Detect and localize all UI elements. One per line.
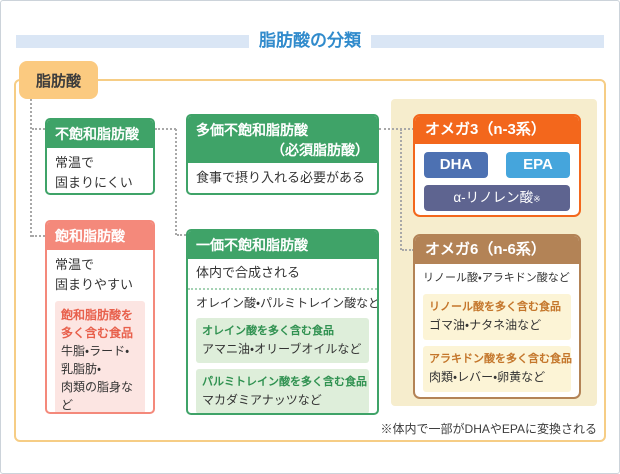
connector-unsaturated-vertical	[175, 129, 177, 235]
polyunsaturated-subtitle: （必須脂肪酸）	[271, 142, 369, 158]
alpha-linolenic-label: α-リノレン酸	[453, 189, 534, 205]
page-title: 脂肪酸の分類	[259, 31, 361, 50]
omega6-food-box-arachidonic: アラキドン酸を多く含む食品 肉類・レバー・卵黄など	[423, 345, 572, 392]
unsaturated-title: 不飽和脂肪酸	[47, 120, 153, 148]
omega3-box: オメガ3（n-3系） DHA EPA α-リノレン酸※	[413, 114, 581, 217]
polyunsaturated-title: 多価不飽和脂肪酸	[196, 122, 308, 138]
dha-chip: DHA	[424, 152, 488, 178]
mono-food2-label: パルミトレイン酸を多く含む食品	[202, 376, 367, 389]
footnote: ※体内で一部がDHAやEPAに変換される	[380, 422, 597, 436]
connector-to-omega6	[402, 249, 414, 251]
omega6-food2-items: 肉類・レバー・卵黄など	[429, 370, 546, 385]
connector-to-mono	[177, 234, 186, 236]
mono-food-box-olein: オレイン酸を多く含む食品 アマニ油・オリーブオイルなど	[196, 318, 369, 364]
epa-chip: EPA	[506, 152, 570, 178]
saturated-box: 飽和脂肪酸 常温で 固まりやすい 飽和脂肪酸を 多く含む食品 牛脂・ラード・ 乳…	[45, 220, 155, 414]
page-title-row: 脂肪酸の分類	[16, 32, 604, 50]
monounsaturated-desc: 体内で合成される	[196, 265, 301, 280]
connector-unsaturated-to-branch	[155, 128, 176, 130]
omega6-food-box-linoleic: リノール酸を多く含む食品 ゴマ油・ナタネ油など	[423, 293, 571, 340]
omega3-title: オメガ3（n-3系）	[415, 116, 579, 144]
connector-to-saturated	[32, 235, 45, 237]
alpha-linolenic-chip: α-リノレン酸※	[424, 185, 570, 211]
saturated-food-items-line3: 肉類の脂身など	[61, 380, 134, 413]
omega6-food2-label: アラキドン酸を多く含む食品	[429, 352, 572, 365]
polyunsaturated-box: 多価不飽和脂肪酸 （必須脂肪酸） 食事で摂り入れる必要がある	[186, 114, 379, 195]
omega6-box: オメガ6（n-6系） リノール酸・アラキドン酸など リノール酸を多く含む食品 ゴ…	[413, 234, 581, 399]
monounsaturated-box: 一価不飽和脂肪酸 体内で合成される オレイン酸・パルミトレイン酸など オレイン酸…	[186, 229, 379, 415]
alpha-linolenic-footnote-mark: ※	[533, 194, 541, 205]
unsaturated-desc-line1: 常温で	[55, 155, 95, 170]
omega6-food1-label: リノール酸を多く含む食品	[429, 300, 561, 313]
connector-poly-to-omega3	[379, 128, 414, 130]
omega6-acids: リノール酸・アラキドン酸など	[423, 272, 570, 284]
saturated-food-label-line2: 多く含む食品	[61, 326, 134, 341]
saturated-desc-line1: 常温で	[55, 257, 95, 272]
connector-to-unsaturated	[32, 128, 45, 130]
root-node-fatty-acid: 脂肪酸	[19, 61, 98, 99]
unsaturated-desc-line2: 固まりにくい	[55, 175, 133, 191]
mono-acids: オレイン酸・パルミトレイン酸など	[196, 296, 379, 311]
polyunsaturated-desc: 食事で摂り入れる必要がある	[196, 170, 366, 185]
title-bar-right	[371, 34, 604, 48]
mono-dotted-separator	[188, 288, 377, 291]
mono-food1-items: アマニ油・オリーブオイルなど	[202, 342, 362, 357]
saturated-desc-line2: 固まりやすい	[55, 277, 134, 293]
mono-food-box-palmitolein: パルミトレイン酸を多く含む食品 マカダミアナッツなど	[196, 369, 369, 413]
saturated-food-label-line1: 飽和脂肪酸を	[61, 308, 134, 323]
title-bar-left	[16, 34, 249, 48]
unsaturated-box: 不飽和脂肪酸 常温で 固まりにくい	[45, 118, 155, 195]
saturated-food-items-line1: 牛脂・ラード・	[61, 344, 130, 359]
saturated-title: 飽和脂肪酸	[47, 222, 153, 250]
mono-food1-label: オレイン酸を多く含む食品	[202, 325, 334, 338]
monounsaturated-title: 一価不飽和脂肪酸	[188, 231, 377, 259]
mono-food2-items: マカダミアナッツなど	[202, 393, 322, 408]
connector-root-vertical	[30, 99, 32, 237]
omega6-food1-items: ゴマ油・ナタネ油など	[429, 318, 542, 333]
saturated-food-box: 飽和脂肪酸を 多く含む食品 牛脂・ラード・ 乳脂肪・ 肉類の脂身など	[55, 301, 145, 413]
omega6-title: オメガ6（n-6系）	[415, 236, 579, 264]
saturated-food-items-line2: 乳脂肪・	[61, 362, 102, 377]
connector-omega-vertical	[400, 129, 402, 250]
